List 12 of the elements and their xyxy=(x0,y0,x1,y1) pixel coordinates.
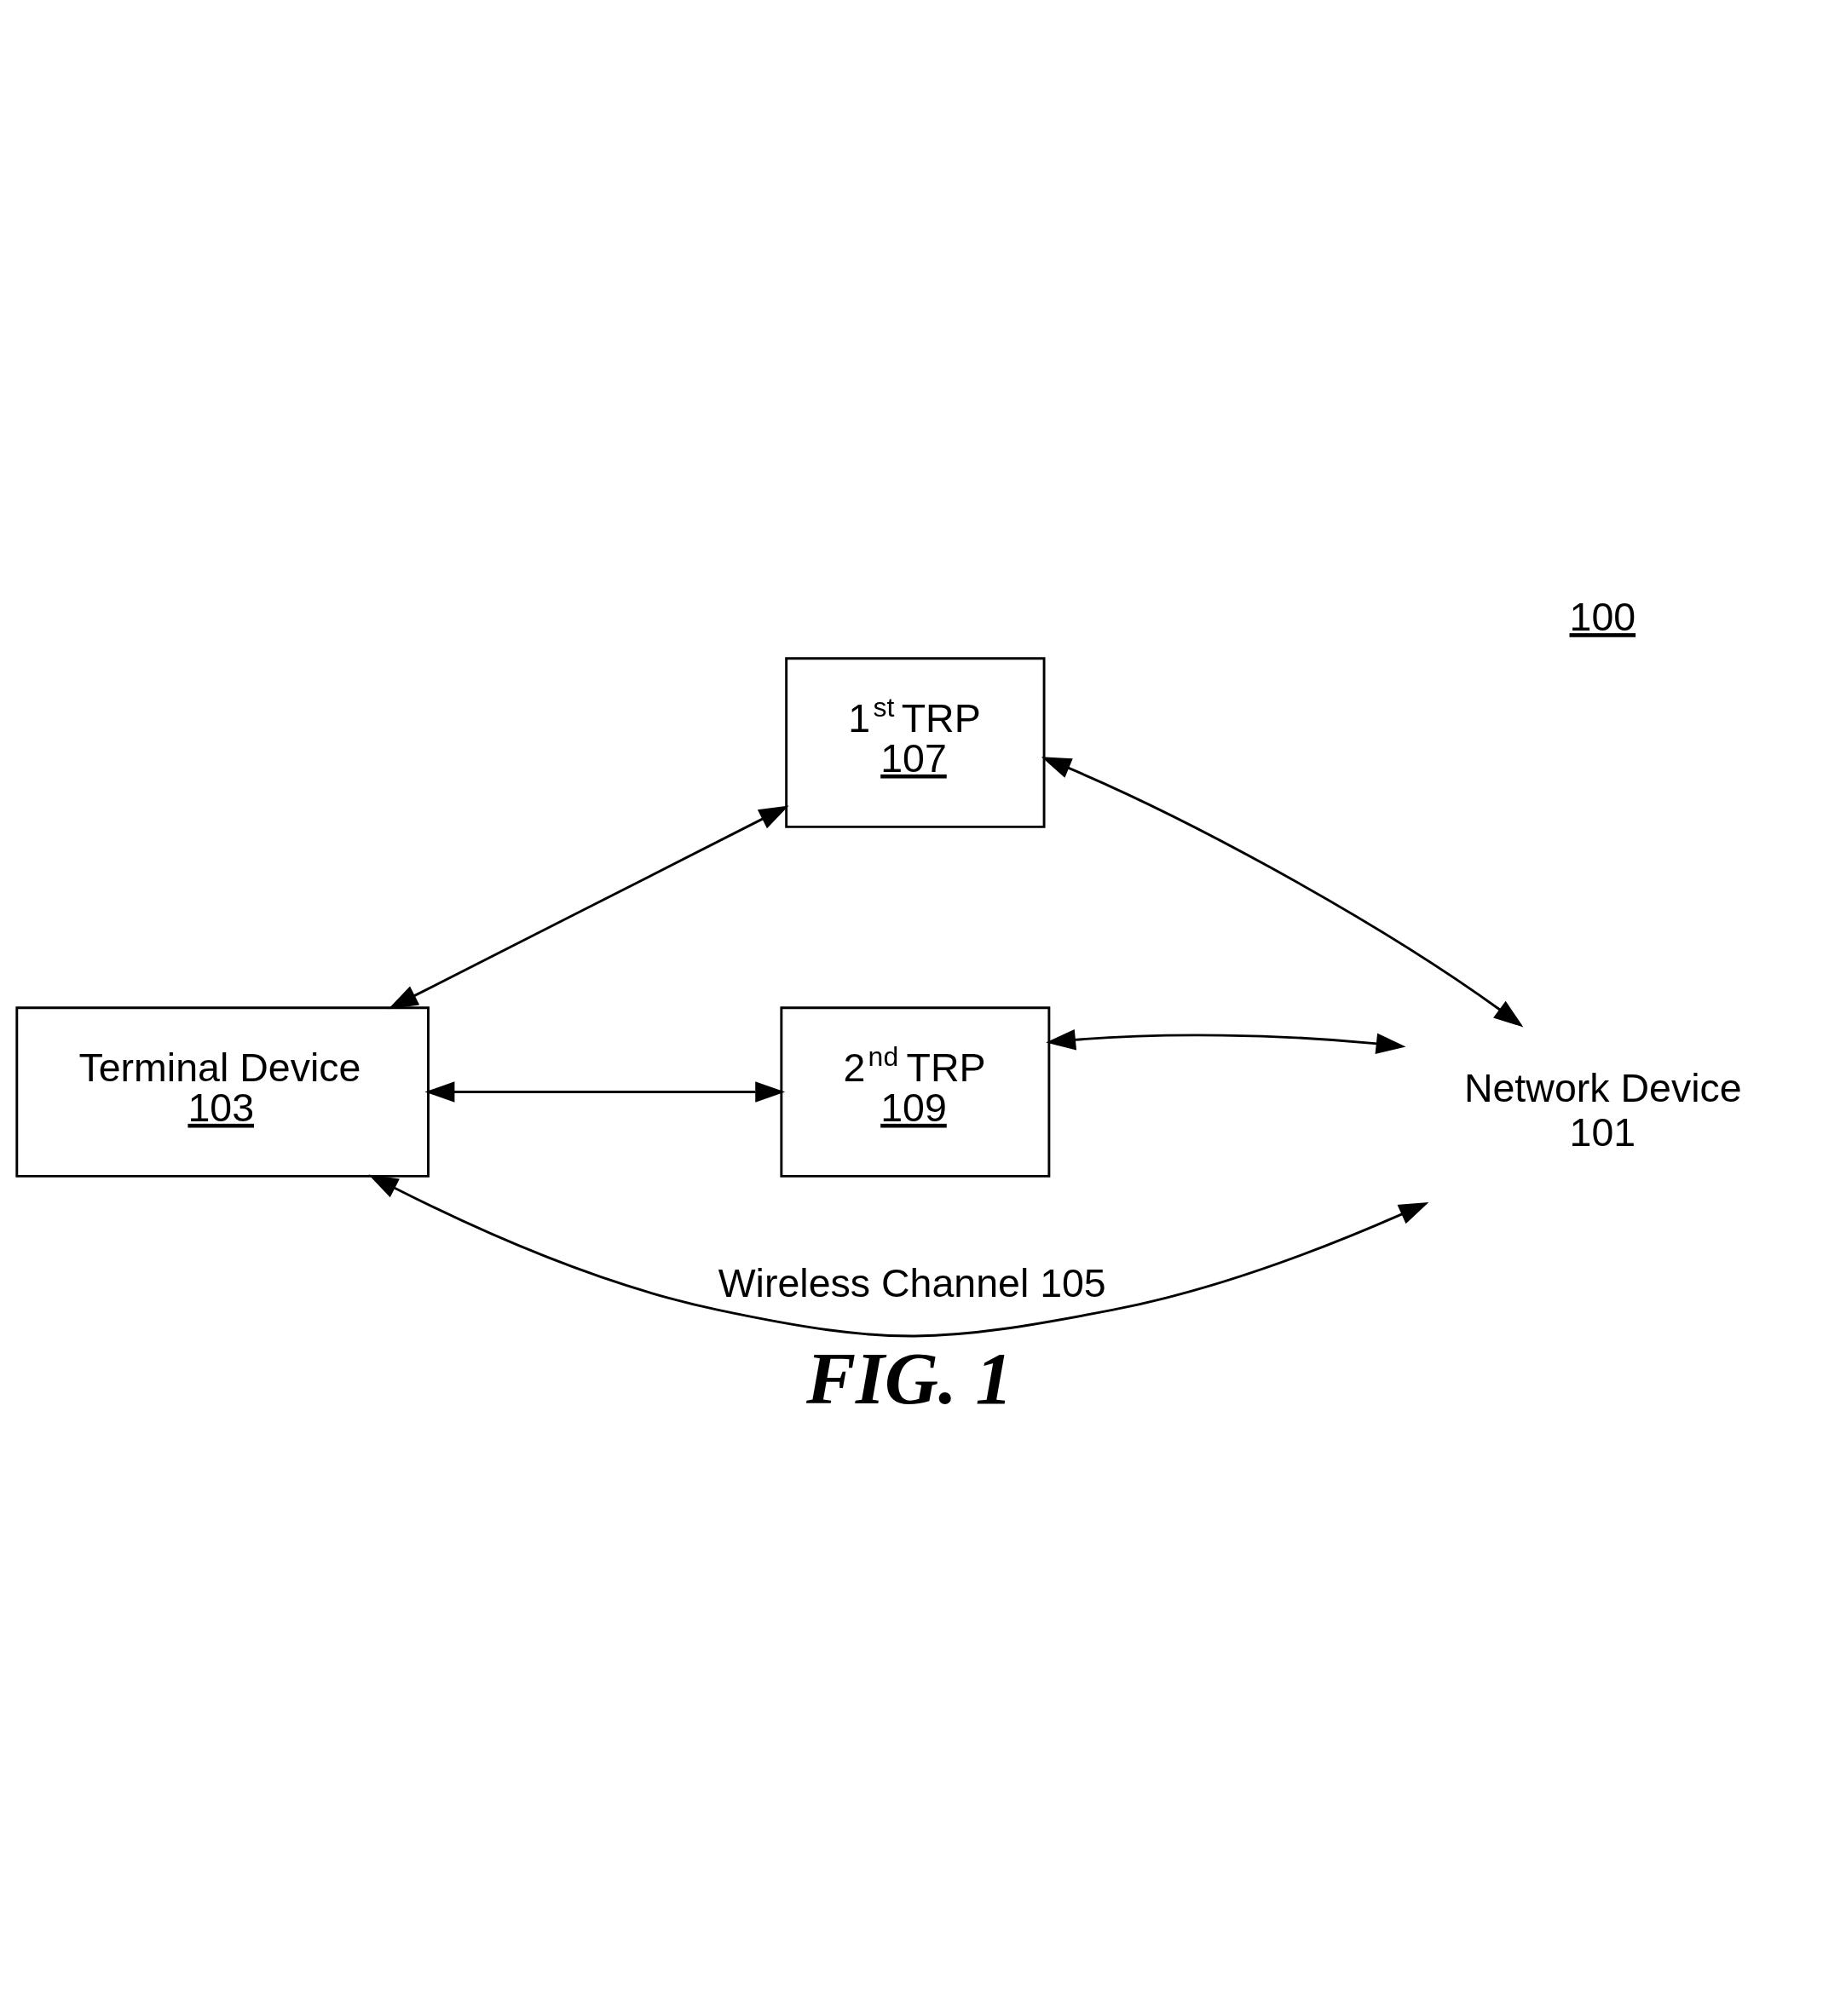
node-text: Network Device 101 xyxy=(1463,1065,1742,1155)
node-box: 1$^{st}$ TRP 107 xyxy=(785,656,1046,828)
arrow xyxy=(424,1080,786,1103)
node-box: 2$^{nd}$ TRP 109 xyxy=(780,1005,1051,1178)
arrow xyxy=(368,1173,1429,1337)
edge-label: Wireless Channel 105 xyxy=(718,1260,1106,1305)
arrow xyxy=(1041,756,1524,1027)
label: 100 xyxy=(1569,594,1636,639)
arrow xyxy=(1046,1028,1406,1054)
arrow xyxy=(388,804,789,1009)
node-box: Terminal Device 103 xyxy=(15,1005,430,1178)
caption: FIG. 1 xyxy=(805,1336,1013,1420)
